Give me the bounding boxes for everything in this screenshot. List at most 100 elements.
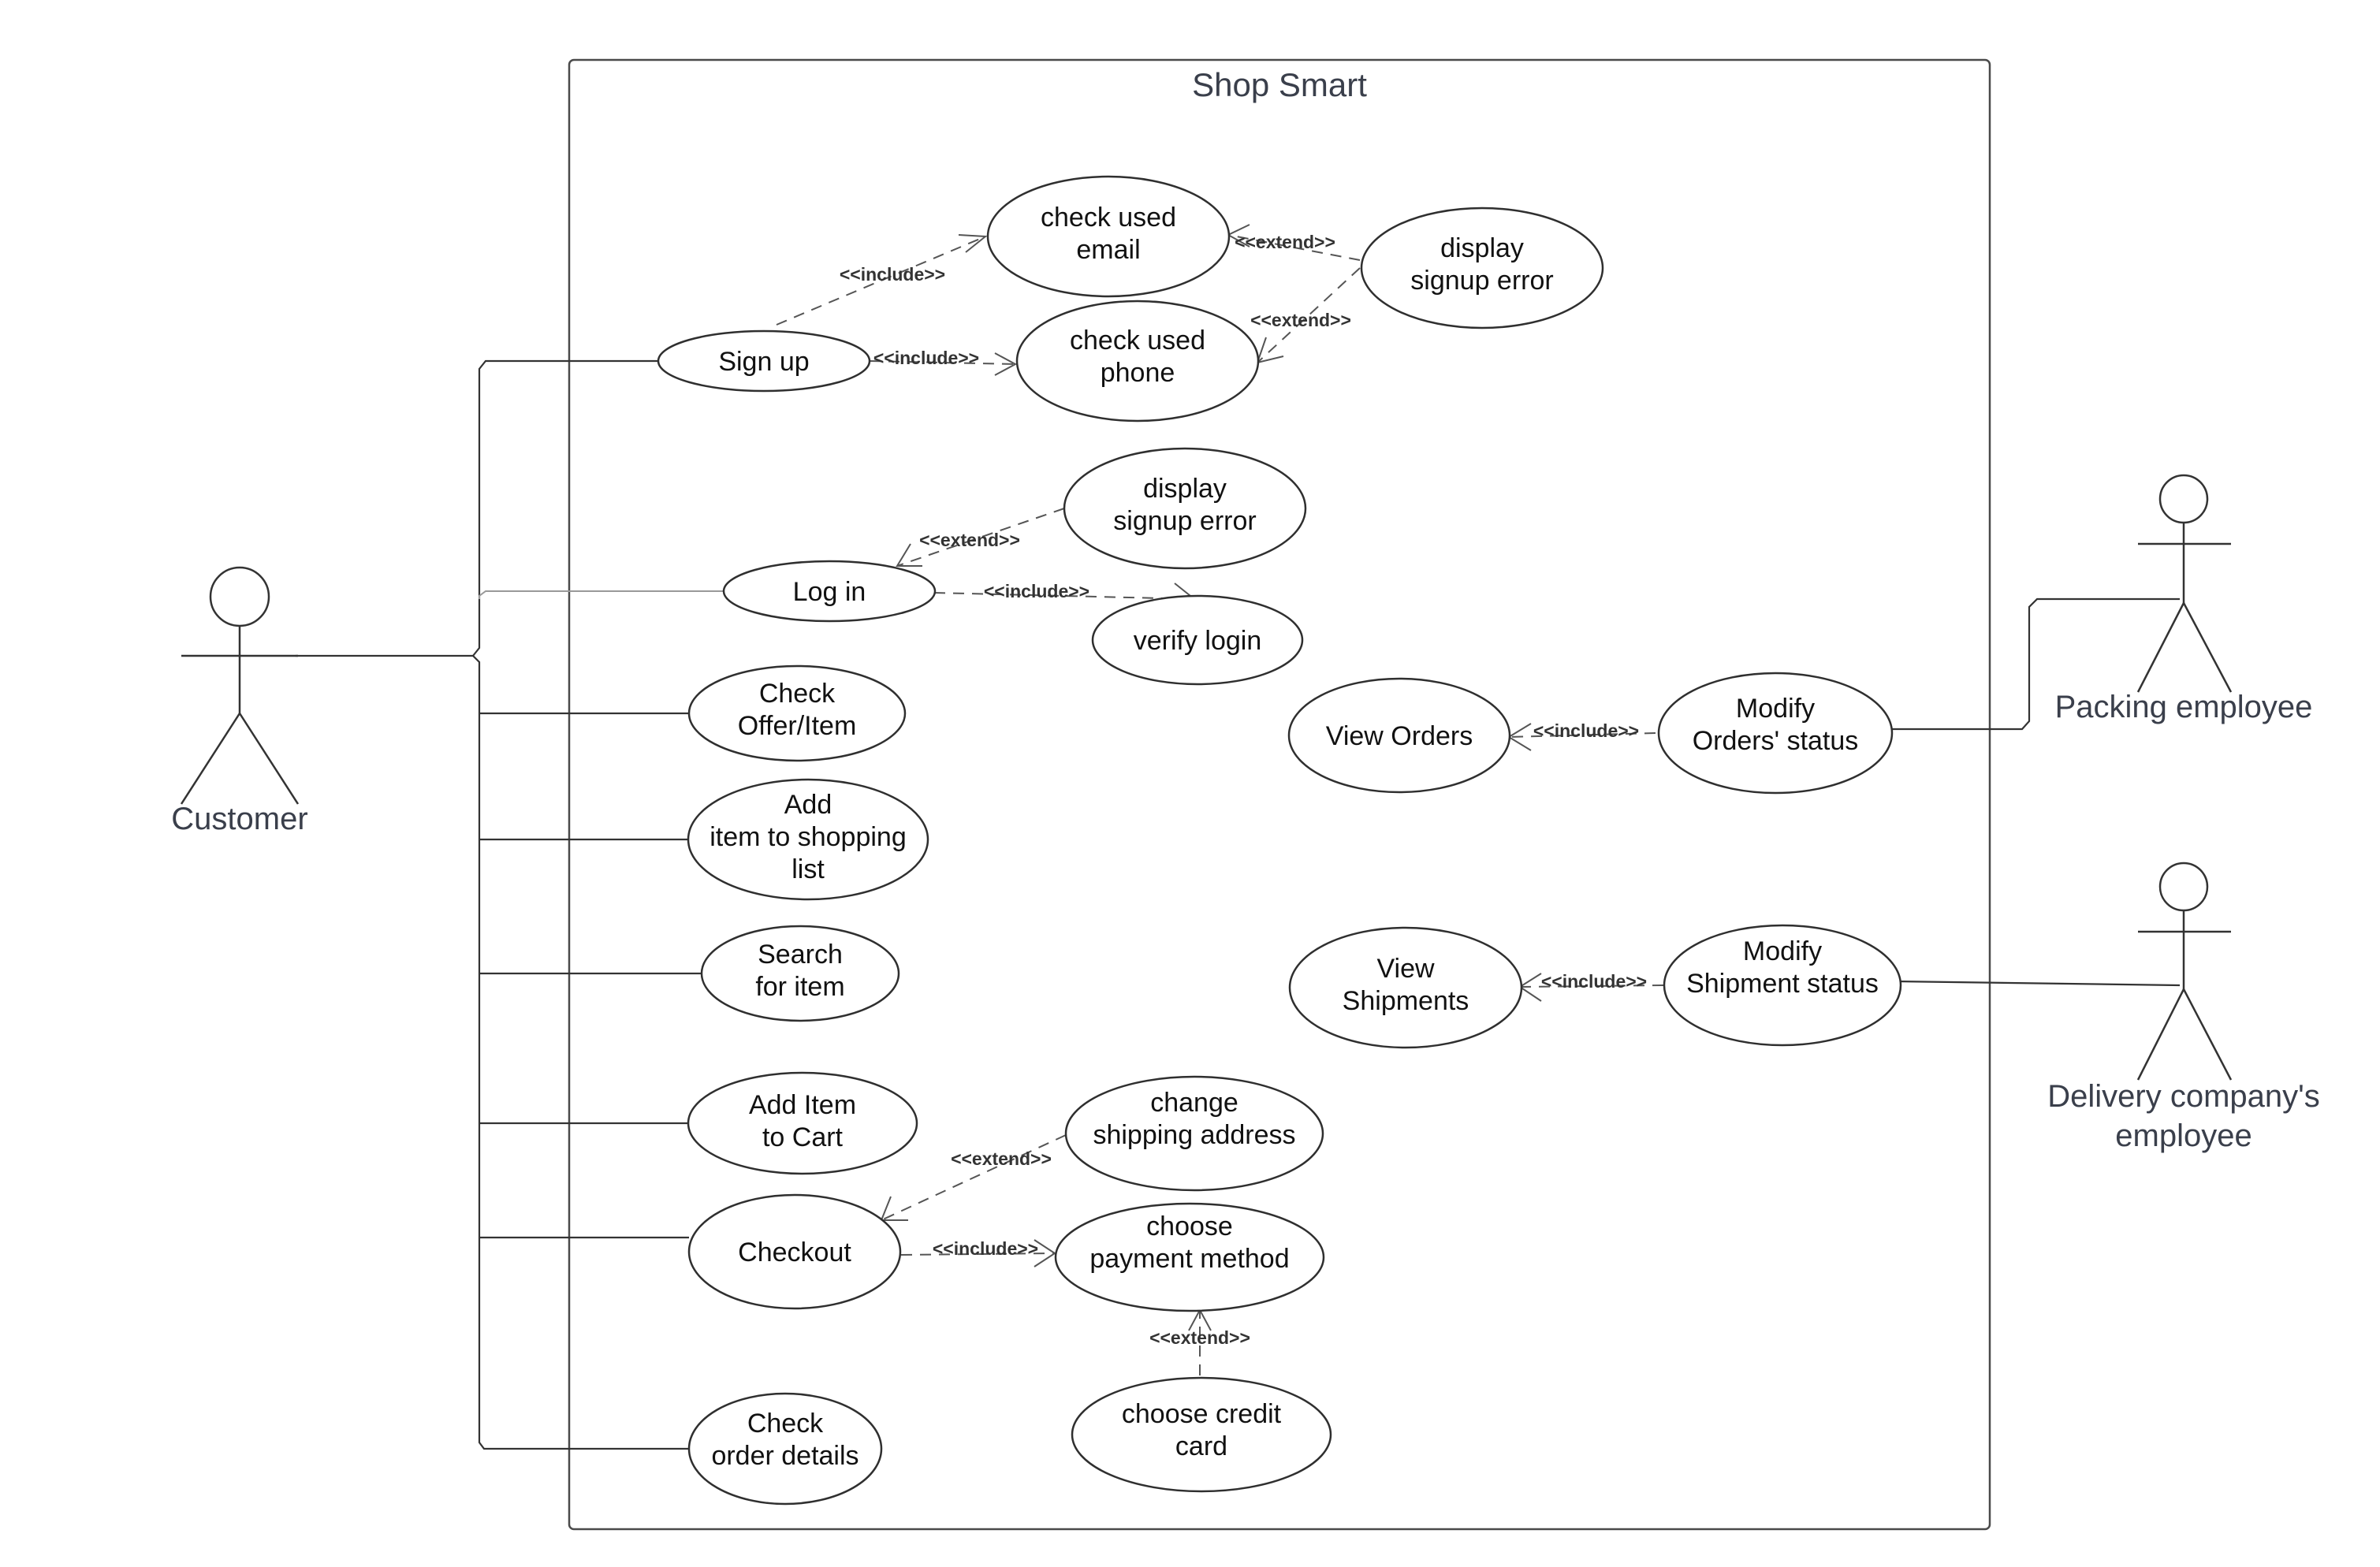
dep-login-error [896,508,1065,567]
stereotype-label: <<extend>> [1149,1327,1250,1348]
use-case-view-orders[interactable]: View Orders [1287,677,1511,794]
assoc-log-in [479,590,724,599]
use-case-label: Check [759,679,836,709]
dep-shipments-include [1519,984,1664,988]
use-case-label: Log in [793,577,866,607]
stereotype-label: <<include>> [933,1238,1038,1259]
use-case-label: verify login [1134,626,1262,656]
actor-label: Packing employee [2055,690,2313,724]
stereotype-label: <<include>> [984,581,1089,601]
use-case-label: Shipment status [1686,969,1879,999]
system-boundary-box [568,58,1991,1531]
use-case-label: Modify [1736,694,1815,724]
use-case-add-item-to-cart[interactable]: Add Item to Cart [687,1071,918,1175]
arrowhead [994,352,1018,376]
use-case-label: display [1143,474,1227,504]
stick-figure-icon [180,566,300,805]
dep-signup-phone [869,360,1016,365]
actor-label: Delivery company's [2047,1079,2320,1114]
system-boundary: Shop Smart [568,58,1991,1531]
use-case-label: list [791,854,825,884]
use-case-choose-payment-method[interactable]: choose payment method [1054,1202,1325,1312]
use-case-add-item-to-shopping-list[interactable]: Add item to shopping list [687,778,929,901]
use-case-label: Check [747,1409,824,1439]
actor-label: Customer [171,802,307,836]
assoc-packing-employee [1883,597,2180,731]
actor-label: employee [2115,1118,2252,1153]
use-case-checkout[interactable]: Checkout [687,1193,902,1310]
dep-email-error [1227,234,1361,261]
use-case-label: phone [1101,358,1175,388]
use-case-label: Checkout [738,1238,851,1267]
customer-trunk-line [296,654,691,1450]
use-case-label: card [1175,1431,1227,1461]
use-case-label: choose credit [1122,1399,1282,1429]
use-case-label: change [1150,1088,1238,1118]
use-case-label: signup error [1410,266,1553,296]
use-case-log-in[interactable]: Log in [722,560,937,623]
dep-orders-include [1508,732,1656,738]
use-case-label: Offer/Item [738,711,857,741]
use-case-change-shipping-address[interactable]: change shipping address [1064,1075,1324,1192]
use-case-verify-login[interactable]: verify login [1091,594,1304,686]
stick-figure-icon [2136,862,2233,1081]
use-cases: Sign up check used email check used phon… [657,175,1902,1506]
use-case-check-used-phone[interactable]: check used phone [1015,300,1260,422]
use-case-label: Sign up [718,347,809,377]
use-case-label: check used [1041,203,1176,233]
use-case-label: order details [711,1441,859,1471]
use-case-display-signup-error[interactable]: display signup error [1360,207,1604,329]
dep-phone-error [1257,267,1361,363]
actor-delivery-employee[interactable]: Delivery company's employee [2047,862,2320,1153]
dep-checkout-address [881,1134,1067,1221]
use-case-modify-orders-status[interactable]: Modify Orders' status [1657,672,1894,795]
actor-customer[interactable]: Customer [171,566,308,836]
stereotype-label: <<include>> [840,264,945,285]
stereotype-label: <<extend>> [951,1148,1052,1169]
use-case-check-order-details[interactable]: Check order details [687,1392,883,1506]
system-title: Shop Smart [1192,66,1367,103]
dependencies: <<include>> <<include>> <<extend>> <<ext… [776,224,1664,1375]
use-case-label: item to shopping [710,822,907,852]
use-case-label: Orders' status [1693,726,1859,756]
use-case-display-signup-error-login[interactable]: display signup error [1063,447,1307,570]
use-case-label: choose [1146,1212,1233,1241]
stereotype-label: <<include>> [1533,720,1639,741]
use-case-label: View [1376,954,1435,984]
use-case-label: Shipments [1343,986,1469,1016]
dep-checkout-payment [900,1252,1056,1256]
stereotype-label: <<extend>> [1250,310,1351,330]
use-case-label: payment method [1089,1244,1289,1274]
use-case-choose-credit-card[interactable]: choose credit card [1071,1376,1332,1493]
arrowhead [958,234,988,253]
use-case-modify-shipment-status[interactable]: Modify Shipment status [1663,924,1902,1047]
use-case-check-used-email[interactable]: check used email [986,175,1231,298]
assoc-delivery-employee [1895,980,2181,987]
actor-packing-employee[interactable]: Packing employee [2055,474,2313,724]
use-case-view-shipments[interactable]: View Shipments [1288,926,1523,1049]
arrowhead [1034,1239,1056,1267]
use-case-label: display [1440,233,1524,263]
use-case-label: for item [755,972,844,1002]
assoc-sign-up [472,359,658,657]
use-case-label: Add [784,790,832,820]
stereotype-label: <<include>> [1541,971,1647,992]
stereotype-label: <<extend>> [1235,232,1335,252]
use-case-label: signup error [1113,506,1256,536]
use-case-search-for-item[interactable]: Search for item [700,925,900,1022]
dep-login-verify [933,592,1195,600]
use-case-label: check used [1070,326,1205,355]
customer-associations [296,359,724,1450]
use-case-label: Modify [1743,936,1822,966]
use-case-label: to Cart [762,1122,844,1152]
use-case-label: Search [758,940,843,970]
stereotype-label: <<extend>> [919,530,1020,550]
use-case-label: shipping address [1093,1120,1295,1150]
use-case-check-offer-item[interactable]: Check Offer/Item [687,664,907,762]
use-case-label: Add Item [749,1090,856,1120]
use-case-label: View Orders [1326,721,1473,751]
use-case-label: email [1076,235,1140,265]
use-case-sign-up[interactable]: Sign up [657,329,871,393]
stereotype-label: <<include>> [873,348,979,368]
